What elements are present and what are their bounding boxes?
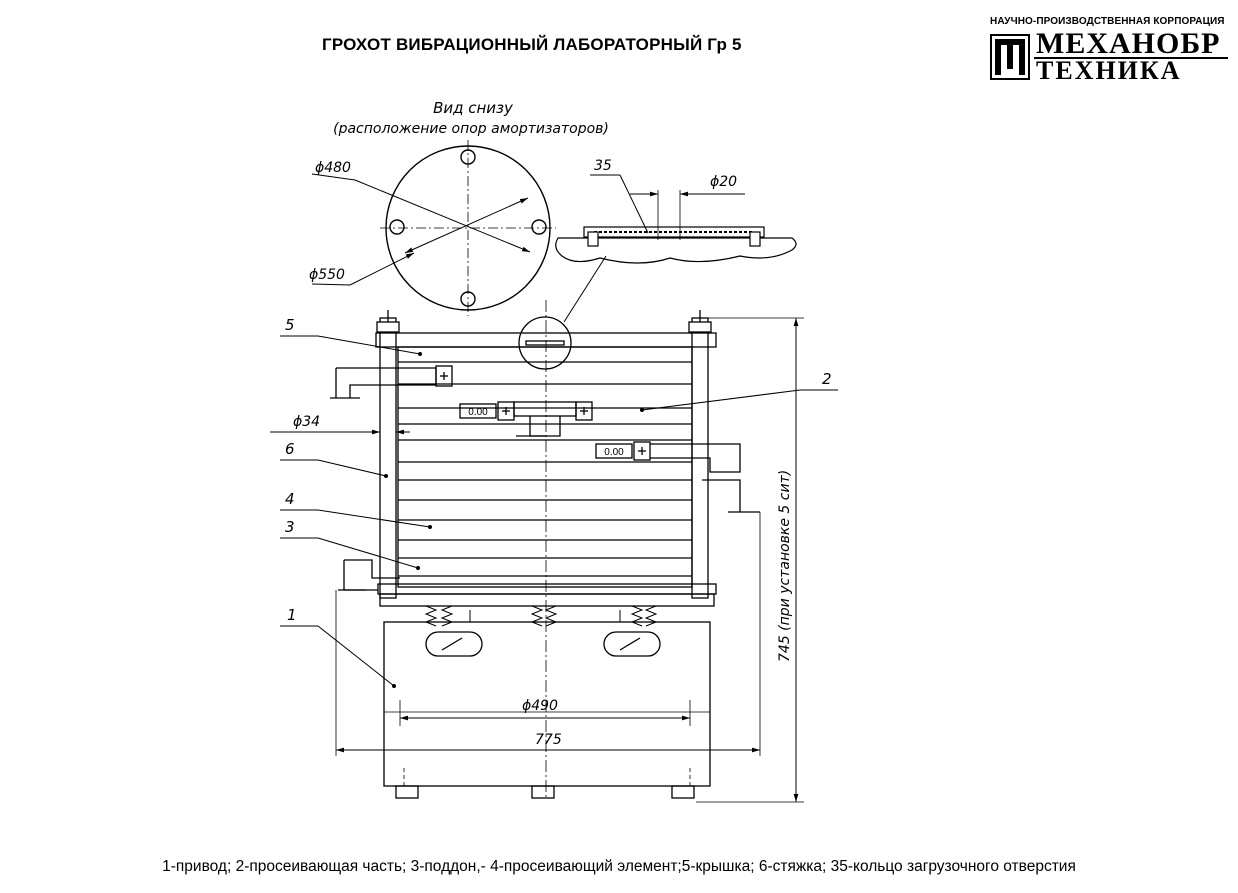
foot-left (395, 785, 419, 799)
drive-slot-right (603, 631, 661, 657)
support-hole-right (531, 219, 547, 235)
foot-right (671, 785, 695, 799)
bottom-view-title: Вид снизу (433, 99, 514, 117)
support-hole-top (460, 149, 476, 165)
parts-legend: 1-привод; 2-просеивающая часть; 3-поддон… (162, 858, 1076, 875)
drawing-title: ГРОХОТ ВИБРАЦИОННЫЙ ЛАБОРАТОРНЫЙ Гр 5 (322, 35, 742, 54)
dim-745-label: 745 (при установке 5 сит) (777, 470, 793, 662)
support-hole-left (389, 219, 405, 235)
gauge-1-box (459, 403, 497, 419)
main-view (270, 300, 838, 803)
logo-word-mekhanobr: МЕХАНОБР (1036, 27, 1221, 60)
foot-centre (531, 785, 555, 799)
dim-775-label: 775 (535, 732, 562, 748)
logo-word-tekhnika: ТЕХНИКА (1036, 56, 1182, 85)
detail-view (555, 174, 797, 323)
dim-20-label: ϕ20 (710, 174, 737, 190)
tie-rod-left (379, 317, 397, 599)
company-logo: НАУЧНО-ПРОИЗВОДСТВЕННАЯ КОРПОРАЦИЯ МЕХАН… (990, 16, 1230, 85)
bottom-view-subtitle: (расположение опор амортизаторов) (333, 121, 609, 137)
dim-480-label: ϕ480 (315, 160, 351, 176)
dim-550-leader (349, 252, 415, 286)
callout-6: 6 (285, 440, 295, 458)
dim-480-leader (354, 179, 531, 253)
drive-slot-left (425, 631, 483, 657)
dim-550-label: ϕ550 (309, 267, 345, 283)
callout-4: 4 (285, 490, 295, 508)
leader-dots (384, 352, 644, 688)
bottom-view (311, 140, 556, 316)
callout-3: 3 (285, 518, 295, 536)
dim-34-label: ϕ34 (293, 414, 320, 430)
support-hole-bottom (460, 291, 476, 307)
callout-35: 35 (594, 158, 612, 174)
callout-1: 1 (287, 606, 297, 624)
gauge-2-box (595, 443, 633, 459)
gauge-1-readout: 0.00 (468, 407, 488, 418)
pan (377, 583, 717, 595)
callout-5: 5 (285, 316, 295, 334)
logo-divider (1034, 57, 1228, 59)
logo-mark-icon (990, 34, 1030, 80)
callout-2: 2 (822, 370, 832, 388)
sieve-stack (397, 346, 693, 588)
dim-490-label: ϕ490 (522, 698, 558, 714)
gauge-2-readout: 0.00 (604, 447, 624, 458)
detail-marker-circle (518, 316, 572, 370)
logo-tagline: НАУЧНО-ПРОИЗВОДСТВЕННАЯ КОРПОРАЦИЯ (990, 16, 1225, 27)
